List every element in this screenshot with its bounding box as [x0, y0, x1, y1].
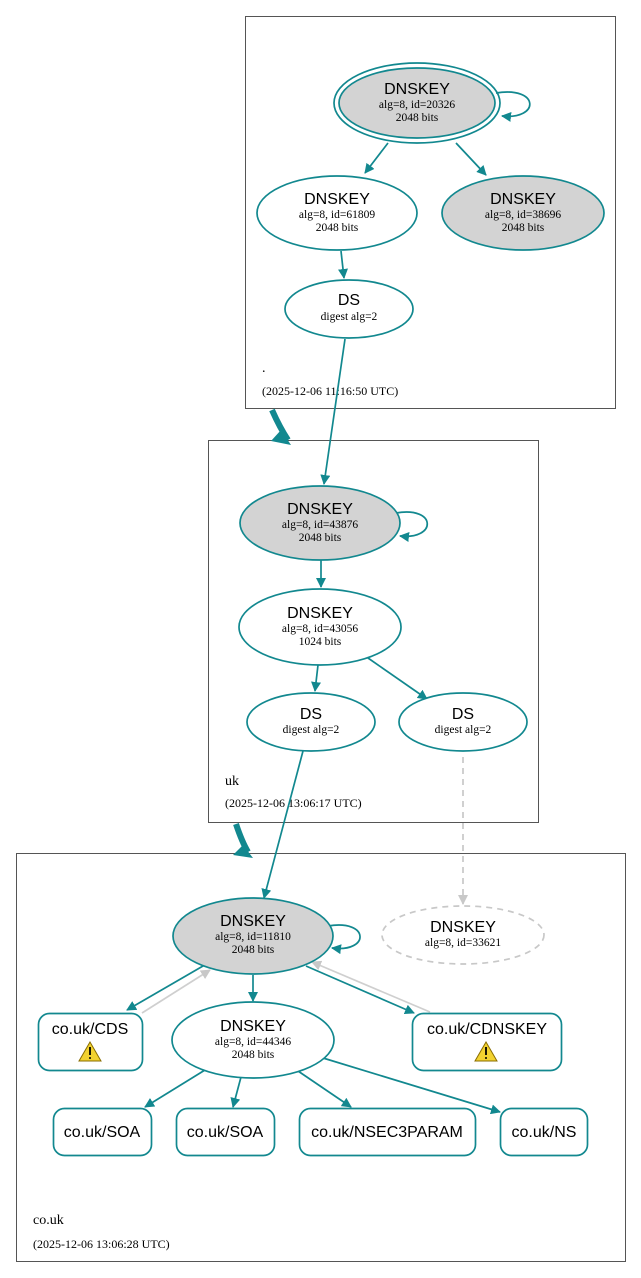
node-title: DNSKEY [220, 913, 286, 930]
edge-couk-zsk-to-nsec3param [297, 1070, 352, 1108]
edge-uk-zsk-to-ds2 [367, 657, 428, 700]
zone-uk-timestamp: (2025-12-06 13:06:17 UTC) [225, 796, 362, 810]
node-title: co.uk/NS [512, 1124, 577, 1141]
node-title: co.uk/SOA [187, 1124, 264, 1141]
node-detail: alg=8, id=44346 [215, 1036, 291, 1048]
self-loop-root-ksk [495, 91, 531, 122]
edge-root-ds-to-uk-ksk [320, 338, 346, 485]
node-detail: alg=8, id=33621 [425, 937, 501, 949]
zone-uk-box [208, 440, 539, 823]
edge-root-ksk-to-zsk [364, 142, 389, 174]
dnskey-node-uk-ksk[interactable]: DNSKEY alg=8, id=43876 2048 bits [239, 485, 401, 561]
dnskey-node-uk-zsk[interactable]: DNSKEY alg=8, id=43056 1024 bits [238, 588, 402, 666]
edge-couk-ksk-to-cds [126, 965, 204, 1011]
warning-icon [474, 1041, 498, 1062]
edge-couk-zsk-to-ns [322, 1057, 501, 1115]
edge-uk-zsk-to-ds1 [311, 664, 321, 692]
edge-couk-ksk-to-cdnskey [305, 965, 415, 1014]
node-bits: 1024 bits [299, 636, 342, 648]
node-bits: 2048 bits [232, 944, 275, 956]
node-title: DS [452, 706, 474, 723]
ds-node-root[interactable]: DS digest alg=2 [284, 279, 414, 339]
zone-couk-box [16, 853, 626, 1262]
node-detail: digest alg=2 [321, 311, 378, 323]
dnskey-node-root-ksk[interactable]: DNSKEY alg=8, id=20326 2048 bits [333, 62, 501, 144]
rrset-node-nsec3param[interactable]: co.uk/NSEC3PARAM [298, 1107, 477, 1157]
ds-node-uk-2[interactable]: DS digest alg=2 [398, 692, 528, 752]
node-title: DNSKEY [490, 191, 556, 208]
node-title: DNSKEY [384, 81, 450, 98]
edge-root-ksk-to-k2 [455, 142, 487, 176]
delegation-uk-couk-head [233, 845, 253, 858]
zone-couk-name: co.uk [33, 1213, 64, 1228]
node-bits: 2048 bits [502, 222, 545, 234]
edge-couk-zsk-to-soa2 [230, 1076, 242, 1108]
dnskey-node-couk-ksk[interactable]: DNSKEY alg=8, id=11810 2048 bits [172, 897, 334, 975]
edge-cdnskey-to-couk-ksk [311, 960, 431, 1013]
ds-node-uk-1[interactable]: DS digest alg=2 [246, 692, 376, 752]
dnskey-node-root-zsk[interactable]: DNSKEY alg=8, id=61809 2048 bits [256, 175, 418, 251]
edge-root-zsk-to-ds [338, 250, 348, 279]
node-bits: 2048 bits [232, 1049, 275, 1061]
edge-couk-zsk-to-soa1 [144, 1069, 206, 1108]
rrset-node-soa-2[interactable]: co.uk/SOA [175, 1107, 276, 1157]
node-title: DNSKEY [287, 605, 353, 622]
node-detail: alg=8, id=61809 [299, 209, 375, 221]
edge-cds-to-couk-ksk [141, 969, 211, 1014]
node-title: DNSKEY [304, 191, 370, 208]
node-bits: 2048 bits [396, 112, 439, 124]
node-detail: digest alg=2 [435, 724, 492, 736]
delegation-root-uk-head [271, 430, 291, 445]
node-title: DNSKEY [220, 1018, 286, 1035]
node-bits: 2048 bits [316, 222, 359, 234]
dnskey-node-root-k2[interactable]: DNSKEY alg=8, id=38696 2048 bits [441, 175, 605, 251]
node-detail: alg=8, id=43056 [282, 623, 358, 635]
zone-uk-name: uk [225, 774, 239, 789]
zone-couk-timestamp: (2025-12-06 13:06:28 UTC) [33, 1237, 170, 1251]
node-title: co.uk/CDNSKEY [427, 1021, 547, 1038]
zone-root-timestamp: (2025-12-06 11:16:50 UTC) [262, 384, 398, 398]
self-loop-couk-ksk [327, 924, 361, 955]
zone-root-name: . [262, 361, 266, 376]
rrset-node-cds[interactable]: co.uk/CDS [37, 1012, 144, 1072]
node-title: co.uk/CDS [52, 1021, 128, 1038]
node-title: DNSKEY [287, 501, 353, 518]
node-title: DS [300, 706, 322, 723]
rrset-node-soa-1[interactable]: co.uk/SOA [52, 1107, 153, 1157]
edge-uk-ds1-to-couk-ksk [261, 750, 304, 899]
delegation-root-uk-arrow [269, 408, 291, 442]
node-detail: alg=8, id=11810 [215, 931, 291, 943]
zone-root-box [245, 16, 616, 409]
rrset-node-ns[interactable]: co.uk/NS [499, 1107, 589, 1157]
node-title: co.uk/SOA [64, 1124, 141, 1141]
self-loop-uk-ksk [395, 511, 428, 542]
node-bits: 2048 bits [299, 532, 342, 544]
dnskey-node-couk-zsk[interactable]: DNSKEY alg=8, id=44346 2048 bits [171, 1001, 335, 1079]
rrset-node-cdnskey[interactable]: co.uk/CDNSKEY [411, 1012, 563, 1072]
node-detail: alg=8, id=20326 [379, 99, 455, 111]
node-detail: digest alg=2 [283, 724, 340, 736]
node-title: DS [338, 292, 360, 309]
node-title: DNSKEY [430, 919, 496, 936]
node-detail: alg=8, id=38696 [485, 209, 561, 221]
node-title: co.uk/NSEC3PARAM [311, 1124, 463, 1141]
dnskey-node-couk-missing[interactable]: DNSKEY alg=8, id=33621 [381, 905, 545, 965]
node-detail: alg=8, id=43876 [282, 519, 358, 531]
warning-icon [78, 1041, 102, 1062]
